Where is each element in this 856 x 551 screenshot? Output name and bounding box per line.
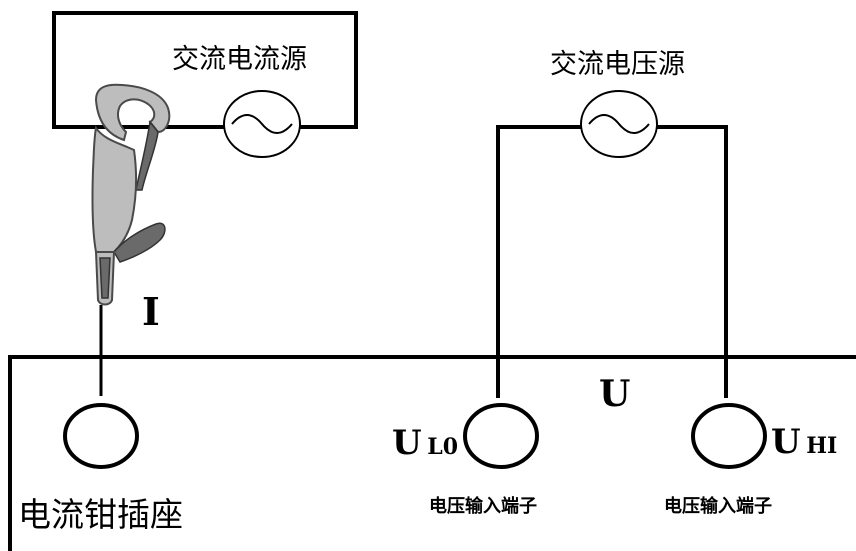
voltage-terminal-lo	[463, 403, 539, 469]
voltage-source-loop-wire	[496, 125, 728, 398]
voltage-terminal-right-label: 电压输入端子	[664, 495, 772, 517]
voltage-symbol-label: U	[599, 373, 630, 415]
current-clamp-icon	[91, 83, 171, 306]
voltage-terminal-hi	[691, 403, 767, 469]
sine-wave-icon	[588, 114, 650, 134]
ac-current-source-label: 交流电流源	[172, 44, 307, 75]
current-source-loop-wire	[52, 11, 358, 129]
instrument-outline	[8, 355, 856, 551]
u-lo-main: U	[392, 423, 422, 463]
current-symbol-label: I	[142, 289, 160, 334]
sine-wave-icon	[231, 114, 293, 134]
u-hi-label: U HI	[771, 422, 837, 462]
ac-voltage-source-label: 交流电压源	[550, 49, 685, 80]
ac-voltage-source-symbol	[580, 90, 658, 158]
u-hi-sub: HI	[806, 433, 837, 459]
u-lo-label: U L0	[392, 423, 458, 463]
clamp-socket-label: 电流钳插座	[18, 495, 183, 534]
clamp-socket-terminal	[63, 403, 139, 469]
ac-current-source-symbol	[223, 90, 301, 158]
u-hi-main: U	[771, 422, 801, 462]
voltage-terminal-left-label: 电压输入端子	[429, 495, 537, 517]
u-lo-sub: L0	[427, 434, 458, 460]
